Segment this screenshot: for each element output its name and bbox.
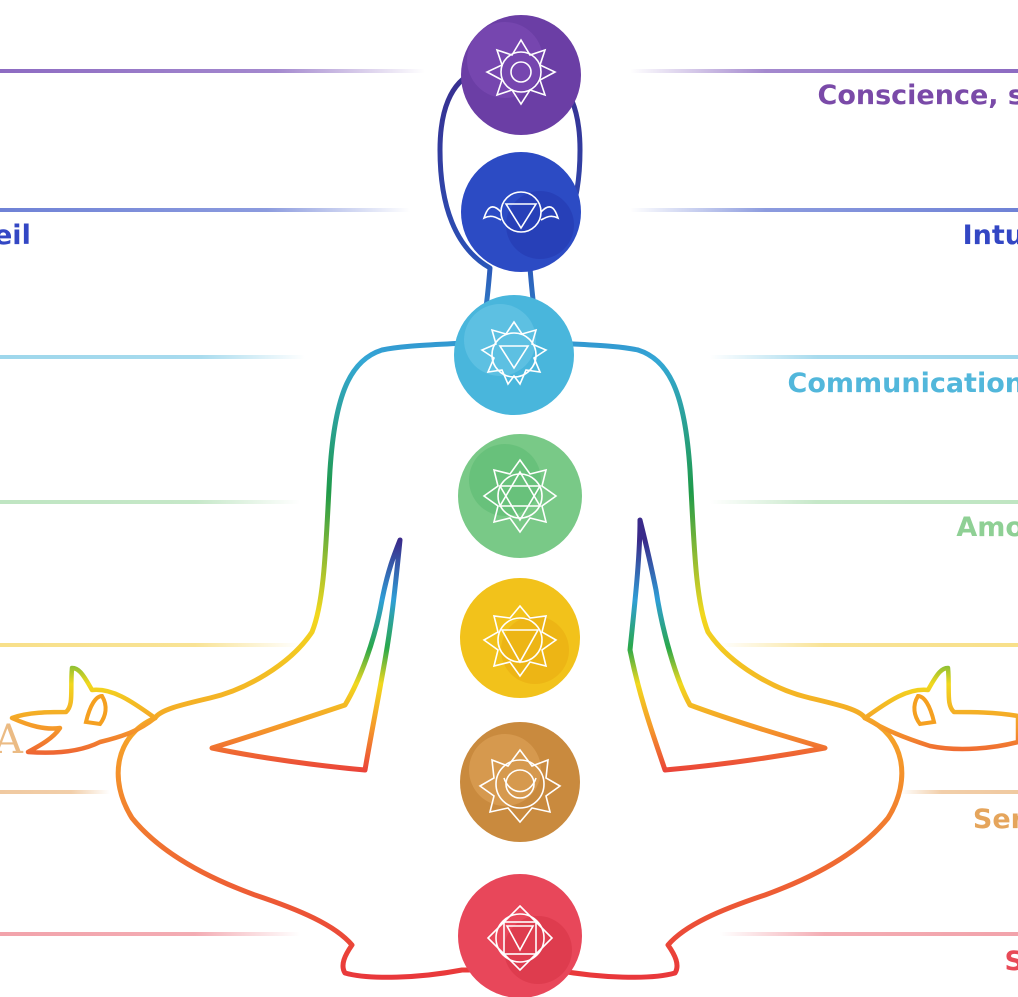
chakra-throat [454,295,574,415]
guide-line-crown-left [0,69,425,73]
guide-line-heart-left [0,500,300,504]
guide-line-third-eye-right [630,208,1018,212]
hexagram-icon [482,458,558,534]
square-triangle-icon [486,904,554,972]
guide-line-throat-left [0,355,305,359]
guide-line-root-right [720,932,1018,936]
label-sacral: Ser [972,804,1018,835]
label-sacral-left: A [0,717,23,763]
chakra-crown [461,15,581,135]
chakra-heart [458,434,582,558]
guide-line-root-left [0,932,300,936]
guide-line-throat-right [710,355,1018,359]
eye-triangle-icon [482,191,560,233]
chakra-root [458,874,582,997]
label-throat: Communication [787,368,1018,399]
label-third-eye: Intu [962,220,1018,251]
guide-line-heart-right [710,500,1018,504]
label-crown: Conscience, s [817,80,1018,111]
guide-line-third-eye-left [0,208,410,212]
left-arm-outline [209,537,403,773]
triangle-lotus-icon [482,604,558,678]
right-hand-outline [862,665,1018,752]
chakra-third-eye [461,152,581,272]
chakra-solar-plexus [460,578,580,698]
guide-line-sacral-right [900,790,1018,794]
right-hand-thumb [912,693,937,727]
guide-line-crown-right [630,69,1018,73]
label-heart: Amo [956,512,1018,543]
guide-lines [0,69,1018,936]
guide-line-solar-left [0,643,300,647]
label-third-eye-left: eil [0,220,31,251]
crescent-lotus-icon [478,748,562,824]
throat-lotus-icon [480,320,548,386]
label-root: S [1004,946,1018,977]
guide-line-sacral-left [0,790,110,794]
left-hand-thumb [83,693,108,727]
left-hand-outline [9,665,158,755]
right-arm-outline [627,517,828,773]
lotus-crown-icon [485,38,557,106]
chakra-sacral [460,722,580,842]
guide-line-solar-right [720,643,1018,647]
